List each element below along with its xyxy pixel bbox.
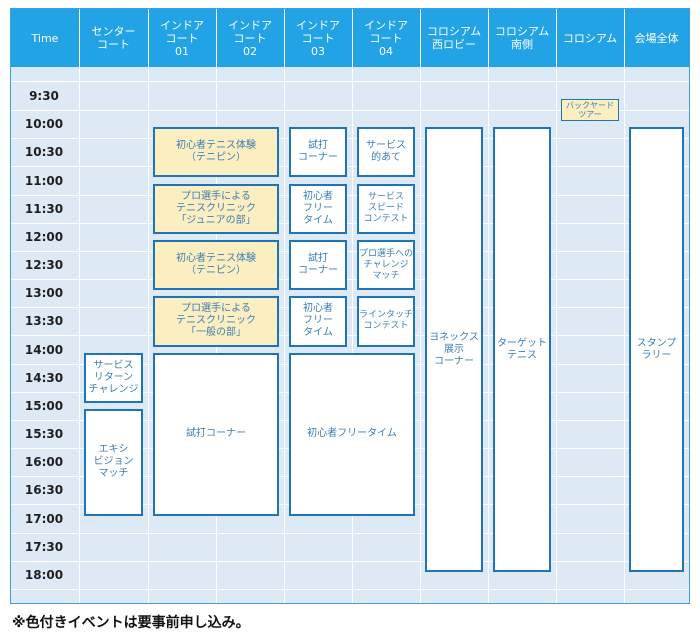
header-divider	[79, 9, 80, 67]
time-label: 9:30	[29, 89, 59, 103]
time-label: 15:00	[24, 398, 64, 413]
header-colosseum-south: コロシアム 南側	[494, 25, 550, 51]
grid-row-line	[11, 166, 689, 167]
header-colosseum: コロシアム	[562, 31, 618, 45]
grid-row-line	[11, 335, 689, 336]
time-label: 18:00	[24, 567, 64, 582]
grid-row-line	[11, 251, 689, 252]
event-line-touch[interactable]: ラインタッチ コンテスト	[357, 296, 415, 347]
grid-row-line	[11, 223, 689, 224]
header-divider	[420, 9, 421, 67]
header-center: センター コート	[91, 25, 136, 51]
grid-row-line	[11, 279, 689, 280]
event-pro-challenge-match[interactable]: プロ選手への チャレンジ マッチ	[357, 239, 415, 291]
footnote: ※色付きイベントは要事前申し込み。	[12, 615, 250, 631]
grid-row-line	[11, 589, 689, 590]
event-stamp-rally[interactable]: スタンプ ラリー	[629, 127, 684, 572]
grid-row-line	[11, 110, 689, 111]
grid-row-line	[11, 307, 689, 308]
header-divider	[624, 9, 625, 67]
event-beginner-free-03b[interactable]: 初心者 フリー タイム	[289, 296, 347, 347]
grid-row-line	[11, 138, 689, 139]
header-venue: 会場全体	[634, 31, 679, 45]
event-backyard-tour[interactable]: バックヤード ツアー	[561, 99, 619, 122]
time-label: 16:00	[24, 455, 64, 470]
time-label: 11:00	[24, 173, 64, 188]
header-indoor02: インドア コート 02	[228, 18, 272, 58]
event-beginner-tennis-2[interactable]: 初心者テニス体験 （テニピン）	[153, 239, 279, 291]
header-divider	[352, 9, 353, 67]
time-label: 16:30	[24, 483, 64, 498]
event-pro-clinic-general[interactable]: プロ選手による テニスクリニック 「一般の部」	[153, 296, 279, 347]
header-indoor04: インドア コート 04	[364, 18, 408, 58]
time-label: 14:30	[24, 370, 64, 385]
grid-row-line	[11, 195, 689, 196]
time-label: 10:00	[24, 117, 64, 132]
time-label: 14:00	[24, 342, 64, 357]
event-trial-corner-1[interactable]: 試打コーナー	[153, 352, 279, 516]
header-divider	[216, 9, 217, 67]
header-colosseum-west: コロシアム 西ロビー	[426, 25, 482, 51]
time-label: 17:30	[24, 539, 64, 554]
header-divider	[284, 9, 285, 67]
grid-row-line	[11, 533, 689, 534]
time-label: 11:30	[24, 201, 64, 216]
header-divider	[556, 9, 557, 67]
event-pro-clinic-junior[interactable]: プロ選手による テニスクリニック 「ジュニアの部」	[153, 183, 279, 234]
event-yonex-corner[interactable]: ヨネックス 展示 コーナー	[425, 127, 483, 572]
header-divider	[148, 9, 149, 67]
event-exhibition-match[interactable]: エキシ ビジョン マッチ	[84, 408, 143, 516]
event-beginner-free-long[interactable]: 初心者フリータイム	[289, 352, 415, 516]
time-label: 12:00	[24, 229, 64, 244]
event-service-target[interactable]: サービス 的あて	[357, 127, 415, 178]
time-label: 10:30	[24, 145, 64, 160]
time-label: 12:30	[24, 258, 64, 273]
event-beginner-tennis-1[interactable]: 初心者テニス体験 （テニピン）	[153, 127, 279, 178]
time-label: 17:00	[24, 511, 64, 526]
time-label: 15:30	[24, 427, 64, 442]
event-beginner-free-03a[interactable]: 初心者 フリー タイム	[289, 183, 347, 234]
header-divider	[488, 9, 489, 67]
header-indoor01: インドア コート 01	[160, 18, 204, 58]
event-service-speed[interactable]: サービス スピード コンテスト	[357, 183, 415, 234]
grid-row-line	[11, 561, 689, 562]
time-label: 13:00	[24, 286, 64, 301]
event-service-return-challenge[interactable]: サービス リターン チャレンジ	[84, 352, 143, 403]
header-time: Time	[31, 31, 59, 45]
event-target-tennis[interactable]: ターゲット テニス	[493, 127, 551, 572]
event-trial-corner-03a[interactable]: 試打 コーナー	[289, 127, 347, 178]
schedule-table: Time センター コートインドア コート 01 インドア コート 02 インドア コ…	[10, 8, 690, 604]
grid-row-line	[11, 81, 689, 82]
header-row: Time センター コートインドア コート 01 インドア コート 02 インドア コ…	[11, 9, 689, 67]
header-indoor03: インドア コート 03	[296, 18, 340, 58]
time-label: 13:30	[24, 314, 64, 329]
event-trial-corner-03b[interactable]: 試打 コーナー	[289, 239, 347, 291]
